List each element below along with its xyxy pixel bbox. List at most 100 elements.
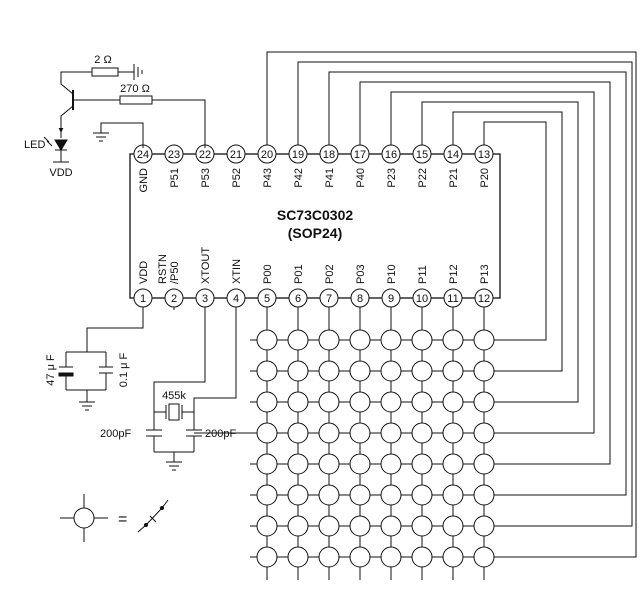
key-node (380, 422, 402, 444)
pin-circle (412, 288, 432, 308)
pin-label: VDD (138, 261, 150, 284)
pin-label: P51 (169, 168, 181, 188)
matrix-row-routing (266, 51, 637, 558)
pin-label: P43 (262, 168, 274, 188)
key-node (473, 453, 495, 475)
pin-number: 10 (416, 293, 428, 305)
key-node (349, 391, 371, 413)
pin-circle (257, 288, 277, 308)
pin-label: XTIN (231, 259, 243, 284)
resistor-270-label: 270 Ω (120, 83, 150, 95)
pin-11: 11 P12 (443, 264, 463, 310)
pin-circle (226, 144, 246, 164)
chip-body (129, 153, 501, 299)
pin-label: XTOUT (200, 247, 212, 284)
pin-label: P41 (324, 168, 336, 188)
pin-circle (443, 288, 463, 308)
pin-circle (133, 288, 153, 308)
key-node (256, 515, 278, 537)
key-node (411, 453, 433, 475)
key-node (473, 329, 495, 351)
legend-key-node (60, 494, 169, 542)
key-node (287, 360, 309, 382)
pin-number: 23 (168, 149, 180, 161)
pin-number: 21 (230, 149, 242, 161)
crystal-label: 455k (162, 390, 186, 402)
key-node (442, 422, 464, 444)
pin-number: 9 (388, 293, 394, 305)
key-node (256, 422, 278, 444)
resistor-2 (91, 67, 119, 77)
pin-8: 8 P03 (350, 264, 370, 310)
key-node (287, 515, 309, 537)
key-node (349, 453, 371, 475)
pin-number: 12 (478, 293, 490, 305)
pin-number: 11 (447, 293, 458, 305)
pin-label: P02 (324, 264, 336, 284)
cap-01uf-label: 0.1 μ F (118, 352, 130, 387)
pin-number: 16 (385, 149, 397, 161)
key-node (473, 484, 495, 506)
key-node (473, 515, 495, 537)
pin-number: 5 (264, 293, 270, 305)
key-node (473, 360, 495, 382)
pin-circle (226, 288, 246, 308)
chip-package: (SOP24) (288, 225, 342, 241)
pin-circle (164, 288, 184, 308)
pin-number: 13 (478, 149, 490, 161)
pin-number: 4 (233, 293, 239, 305)
key-node (318, 453, 340, 475)
pin-label: P40 (355, 168, 367, 188)
key-node (318, 484, 340, 506)
key-node (411, 391, 433, 413)
key-node (442, 546, 464, 568)
key-node (380, 453, 402, 475)
legend-equals: = (118, 511, 127, 528)
pin-label: P03 (355, 264, 367, 284)
key-node (287, 453, 309, 475)
key-node (318, 360, 340, 382)
pin-number: 2 (171, 293, 177, 305)
pin-number: 22 (199, 149, 211, 161)
pin-label: P23 (386, 168, 398, 188)
key-node (380, 546, 402, 568)
pin-number: 3 (202, 293, 208, 305)
key-node (318, 329, 340, 351)
key-node (256, 546, 278, 568)
pin-label: P12 (448, 264, 460, 284)
pin-label: /P50 (169, 261, 181, 284)
key-node (256, 453, 278, 475)
pin-label: P10 (386, 264, 398, 284)
pin-circle (474, 288, 494, 308)
key-node (287, 546, 309, 568)
pin-label: P53 (200, 168, 212, 188)
key-node (473, 391, 495, 413)
key-node (411, 546, 433, 568)
led-driver (43, 64, 206, 163)
key-node (442, 453, 464, 475)
pin-number: 20 (261, 149, 273, 161)
key-node (411, 360, 433, 382)
key-node (256, 360, 278, 382)
pin-label: P00 (262, 264, 274, 284)
pin-circle (381, 288, 401, 308)
key-node (380, 360, 402, 382)
key-node (349, 484, 371, 506)
key-node (318, 422, 340, 444)
pin-5: 5 P00 (257, 264, 277, 310)
pin-number: 17 (354, 149, 366, 161)
pin-number: 8 (357, 293, 363, 305)
key-node (411, 515, 433, 537)
key-node (256, 329, 278, 351)
key-node (318, 515, 340, 537)
